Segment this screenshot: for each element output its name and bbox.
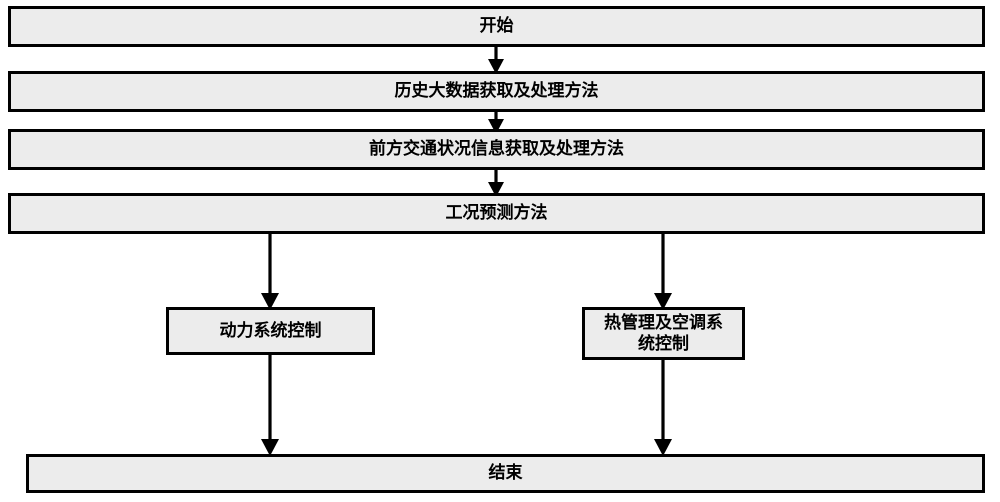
node-history-data-method[interactable]: 历史大数据获取及处理方法 <box>8 71 985 112</box>
connector-traffic-to-predict <box>488 168 504 197</box>
node-history-data-method-label: 历史大数据获取及处理方法 <box>394 81 599 101</box>
node-condition-prediction-method-label: 工况预测方法 <box>445 203 548 223</box>
node-thermal-hvac-control[interactable]: 热管理及空调系 统控制 <box>582 307 745 360</box>
node-traffic-info-method[interactable]: 前方交通状况信息获取及处理方法 <box>8 129 985 170</box>
node-thermal-hvac-control-label: 热管理及空调系 统控制 <box>604 313 723 353</box>
node-condition-prediction-method[interactable]: 工况预测方法 <box>8 193 985 234</box>
connector-predict-to-thermal <box>654 232 672 310</box>
node-traffic-info-method-label: 前方交通状况信息获取及处理方法 <box>369 139 624 159</box>
node-powertrain-control[interactable]: 动力系统控制 <box>166 307 375 355</box>
node-end[interactable]: 结束 <box>26 454 985 493</box>
node-end-label: 结束 <box>488 463 523 483</box>
node-start[interactable]: 开始 <box>8 6 985 47</box>
connector-powertrain-to-end <box>261 352 279 456</box>
connector-thermal-to-end <box>654 357 672 456</box>
connector-start-to-history <box>488 45 504 74</box>
node-start-label: 开始 <box>479 16 514 36</box>
connector-predict-to-powertrain <box>261 232 279 310</box>
node-powertrain-control-label: 动力系统控制 <box>219 320 322 340</box>
connector-history-to-traffic <box>488 110 504 134</box>
